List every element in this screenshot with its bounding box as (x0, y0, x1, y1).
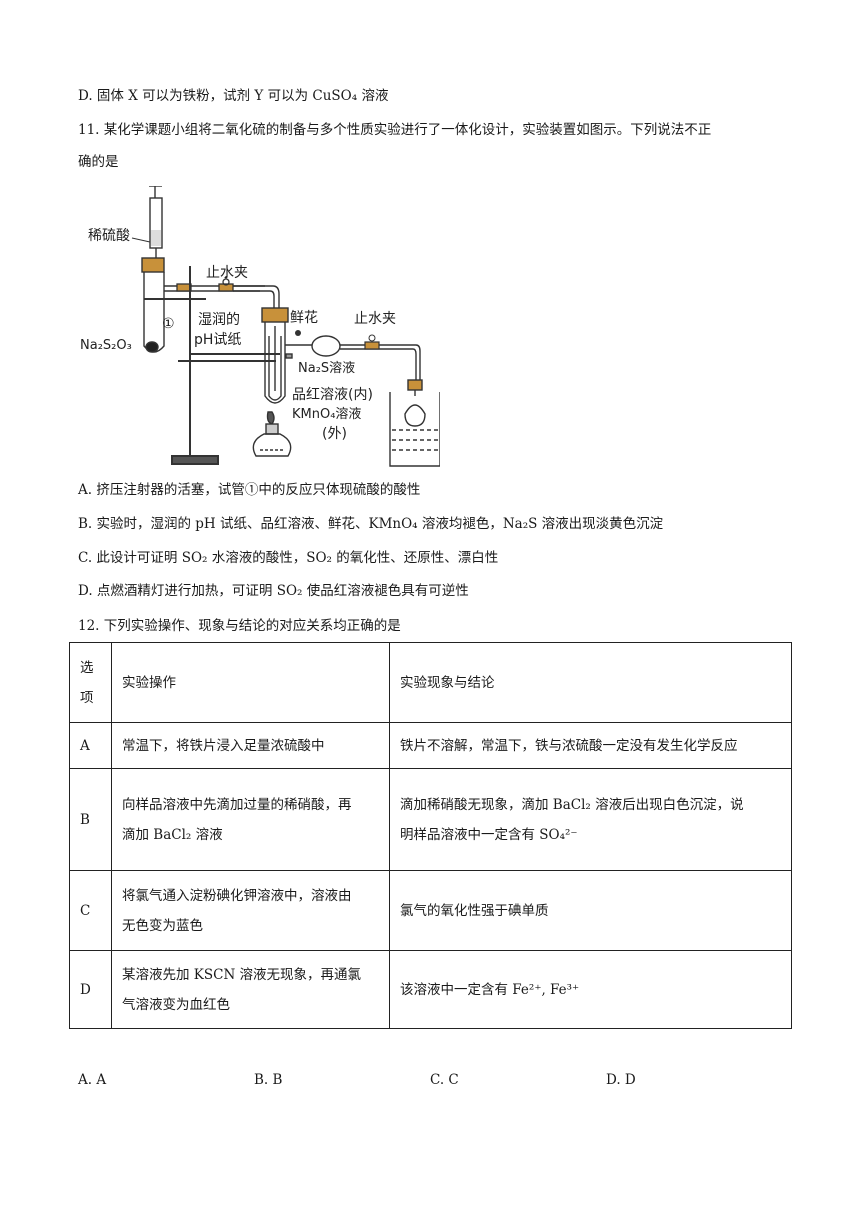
row-a-result: 铁片不溶解，常温下，铁与浓硫酸一定没有发生化学反应 (389, 722, 792, 769)
syringe (149, 186, 163, 264)
row-d-result: 该溶液中一定含有 Fe²⁺, Fe³⁺ (389, 950, 792, 1029)
label-na2s: Na₂S溶液 (298, 361, 355, 376)
q12-table: 选 项 实验操作 实验现象与结论 A 常温下，将铁片浸入足量浓硫酸中 铁片不溶解… (69, 642, 792, 1029)
label-tube-number: ① (162, 316, 175, 332)
label-outer: (外) (322, 426, 347, 442)
label-flower: 鲜花 (290, 310, 318, 326)
answer-d[interactable]: D. D (606, 1072, 636, 1088)
q11-option-d: D. 点燃酒精灯进行加热，可证明 SO₂ 使品红溶液褪色具有可逆性 (78, 583, 469, 599)
q11-stem-line1: 11. 某化学课题小组将二氧化硫的制备与多个性质实验进行了一体化设计，实验装置如… (78, 122, 712, 138)
row-d-operation: 某溶液先加 KSCN 溶液无现象，再通氯 气溶液变为血红色 (111, 950, 390, 1029)
table-row: A 常温下，将铁片浸入足量浓硫酸中 铁片不溶解，常温下，铁与浓硫酸一定没有发生化… (69, 722, 792, 769)
answer-a[interactable]: A. A (78, 1072, 107, 1088)
header-result: 实验现象与结论 (389, 642, 792, 723)
q12-stem: 12. 下列实验操作、现象与结论的对应关系均正确的是 (78, 618, 401, 634)
q11-option-c: C. 此设计可证明 SO₂ 水溶液的酸性，SO₂ 的氧化性、还原性、漂白性 (78, 550, 499, 566)
q11-apparatus-diagram: 稀硫酸 止水夹 ① Na₂S₂O₃ 湿润的 pH试纸 鲜花 止水夹 Na₂S溶液… (80, 186, 440, 467)
q11-stem-line2: 确的是 (78, 154, 119, 170)
row-c-result: 氯气的氧化性强于碘单质 (389, 870, 792, 951)
table-row: C 将氯气通入淀粉碘化钾溶液中，溶液由 无色变为蓝色 氯气的氧化性强于碘单质 (69, 870, 792, 951)
test-tube-2 (261, 307, 293, 404)
row-a-operation: 常温下，将铁片浸入足量浓硫酸中 (111, 722, 390, 769)
beaker (389, 379, 440, 467)
answer-c[interactable]: C. C (430, 1072, 459, 1088)
alcohol-lamp (252, 411, 292, 457)
label-kmno4: KMnO₄溶液 (292, 407, 361, 422)
header-operation: 实验操作 (111, 642, 390, 723)
row-d-option: D (69, 950, 112, 1029)
row-c-option: C (69, 870, 112, 951)
row-b-operation: 向样品溶液中先滴加过量的稀硝酸，再 滴加 BaCl₂ 溶液 (111, 768, 390, 871)
row-c-operation: 将氯气通入淀粉碘化钾溶液中，溶液由 无色变为蓝色 (111, 870, 390, 951)
label-ph-paper-1: 湿润的 (198, 312, 240, 328)
row-b-option: B (69, 768, 112, 871)
label-acid: 稀硫酸 (88, 228, 130, 244)
iron-stand (144, 266, 280, 465)
header-option: 选 项 (69, 642, 112, 723)
row-a-option: A (69, 722, 112, 769)
answer-b[interactable]: B. B (254, 1072, 283, 1088)
label-clamp-1: 止水夹 (206, 265, 248, 281)
table-header-row: 选 项 实验操作 实验现象与结论 (69, 642, 792, 723)
row-b-result: 滴加稀硝酸无现象，滴加 BaCl₂ 溶液后出现白色沉淀，说 明样品溶液中一定含有… (389, 768, 792, 871)
table-row: B 向样品溶液中先滴加过量的稀硝酸，再 滴加 BaCl₂ 溶液 滴加稀硝酸无现象… (69, 768, 792, 871)
q11-option-b: B. 实验时，湿润的 pH 试纸、品红溶液、鲜花、KMnO₄ 溶液均褪色，Na₂… (78, 516, 664, 532)
q10-option-d: D. 固体 X 可以为铁粉，试剂 Y 可以为 CuSO₄ 溶液 (78, 88, 389, 104)
label-ph-paper-2: pH试纸 (194, 332, 241, 348)
label-clamp-2: 止水夹 (354, 311, 396, 327)
label-pinhong: 品红溶液(内) (292, 387, 373, 403)
q11-option-a: A. 挤压注射器的活塞，试管①中的反应只体现硫酸的酸性 (78, 482, 421, 498)
table-row: D 某溶液先加 KSCN 溶液无现象，再通氯 气溶液变为血红色 该溶液中一定含有… (69, 950, 792, 1029)
label-reagent: Na₂S₂O₃ (80, 338, 132, 353)
